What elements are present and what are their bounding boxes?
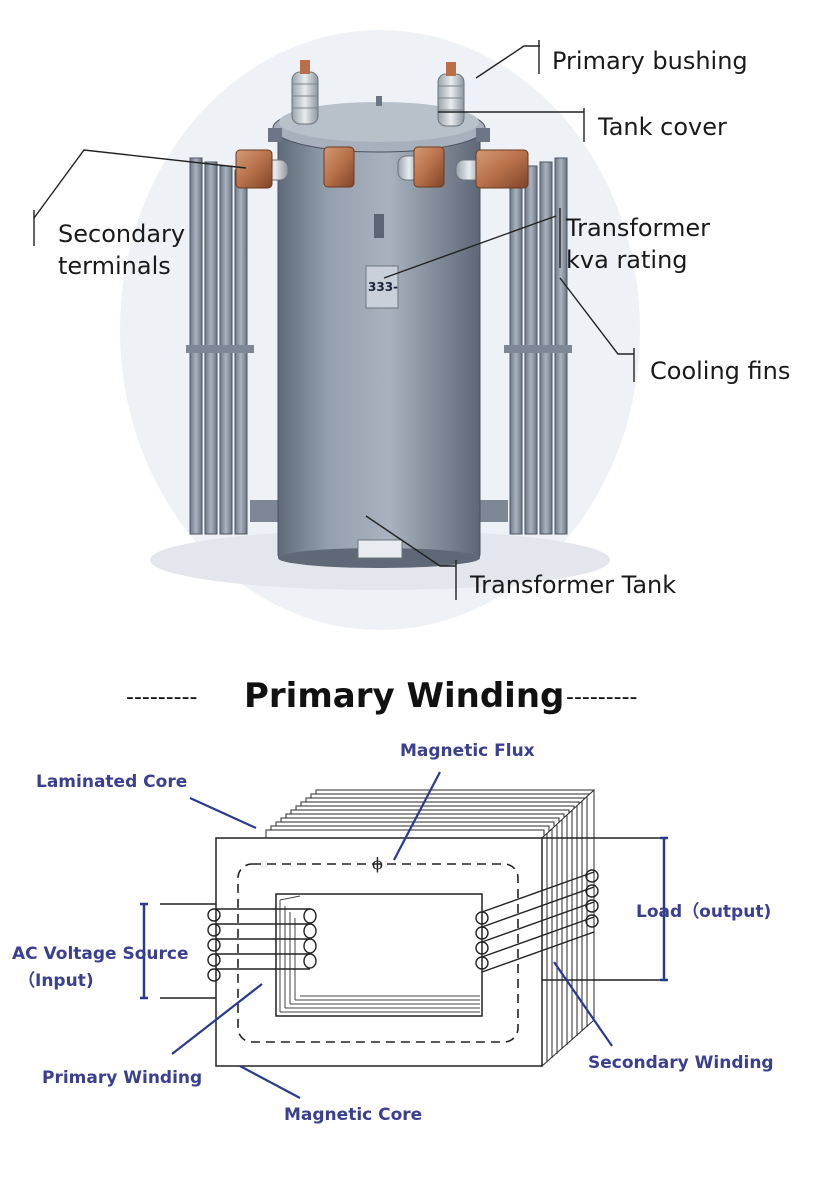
leader-laminated-core [189,796,257,830]
section-title: Primary Winding [244,676,564,716]
heading-dashes-left: --------- [126,685,197,710]
label-kva-rating-line1: Transformer [565,214,710,242]
label-load: Load（output) [636,901,771,922]
leader-primary-winding [171,983,263,1055]
leader-cooling-fins [559,277,634,355]
label-magnetic-flux: Magnetic Flux [400,741,535,761]
label-ac-source-line1: AC Voltage Source [12,944,189,964]
left-cooling-fins [186,157,280,535]
kva-rating-text: 333- [368,280,398,294]
leader-kva-rating [383,215,557,279]
label-magnetic-core: Magnetic Core [284,1105,422,1125]
label-tank-cover: Tank cover [597,113,727,141]
heading-dashes-right: --------- [566,685,637,710]
label-laminated-core: Laminated Core [36,772,187,792]
leader-transformer-tank [365,515,456,567]
leader-magnetic-core [239,1065,301,1099]
secondary-terminals [235,146,529,189]
leader-secondary-winding [553,961,613,1047]
label-kva-rating-line2: kva rating [566,246,688,274]
leader-secondary-terminals [33,149,247,219]
load-bracket [660,836,668,982]
transformer-core-diagram: ϕ [140,771,668,1099]
label-secondary-terminals-line2: terminals [58,252,171,280]
transformer-illustration: 333- [120,30,640,630]
magnetic-flux-path [237,863,519,1043]
label-secondary-winding: Secondary Winding [588,1053,774,1073]
transformer-tank [277,127,481,568]
tank-cover [268,96,490,153]
leader-primary-bushing [475,45,540,79]
label-ac-source-line2: （Input) [18,970,94,991]
primary-winding [160,903,317,999]
flux-symbol: ϕ [372,854,383,873]
label-primary-winding: Primary Winding [42,1068,202,1088]
ac-source-bracket [140,902,148,1000]
core-window [275,893,483,1017]
secondary-winding [475,837,662,981]
leader-magnetic-flux [393,771,441,861]
label-secondary-terminals-line1: Secondary [58,220,185,248]
primary-bushing-left [291,60,319,125]
label-cooling-fins: Cooling fins [650,357,790,385]
label-transformer-tank: Transformer Tank [469,571,676,599]
tank-nameplate [357,539,403,559]
photo-leader-lines [33,40,635,600]
core-depth-right [541,788,595,1068]
right-cooling-fins [478,157,572,535]
primary-bushing-right [437,62,465,127]
label-primary-bushing: Primary bushing [552,47,748,75]
kva-nameplate: 333- [365,214,399,309]
